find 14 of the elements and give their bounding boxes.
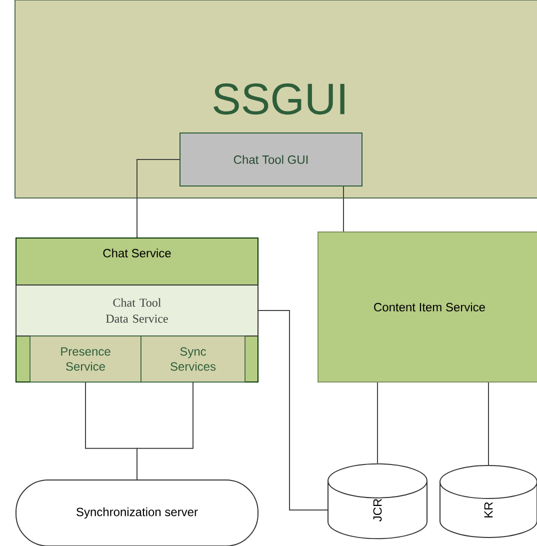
connector-line (136, 382, 194, 480)
service-box: Chat Tool Data Service (16, 284, 258, 336)
service-box: Content Item Service (318, 232, 537, 382)
connector-line (488, 382, 489, 466)
service-box: Presence Service (30, 336, 142, 382)
connector-line (136, 159, 180, 238)
service-box: Sync Services (140, 336, 246, 382)
server-terminal: Synchronization server (16, 480, 258, 546)
connector-line (258, 310, 328, 510)
database-cylinder: KR (440, 465, 537, 538)
connector-line (377, 382, 378, 464)
component-box: Chat Tool GUI (180, 132, 362, 186)
connector-line (343, 186, 344, 232)
database-cylinder: JCR (328, 463, 428, 540)
